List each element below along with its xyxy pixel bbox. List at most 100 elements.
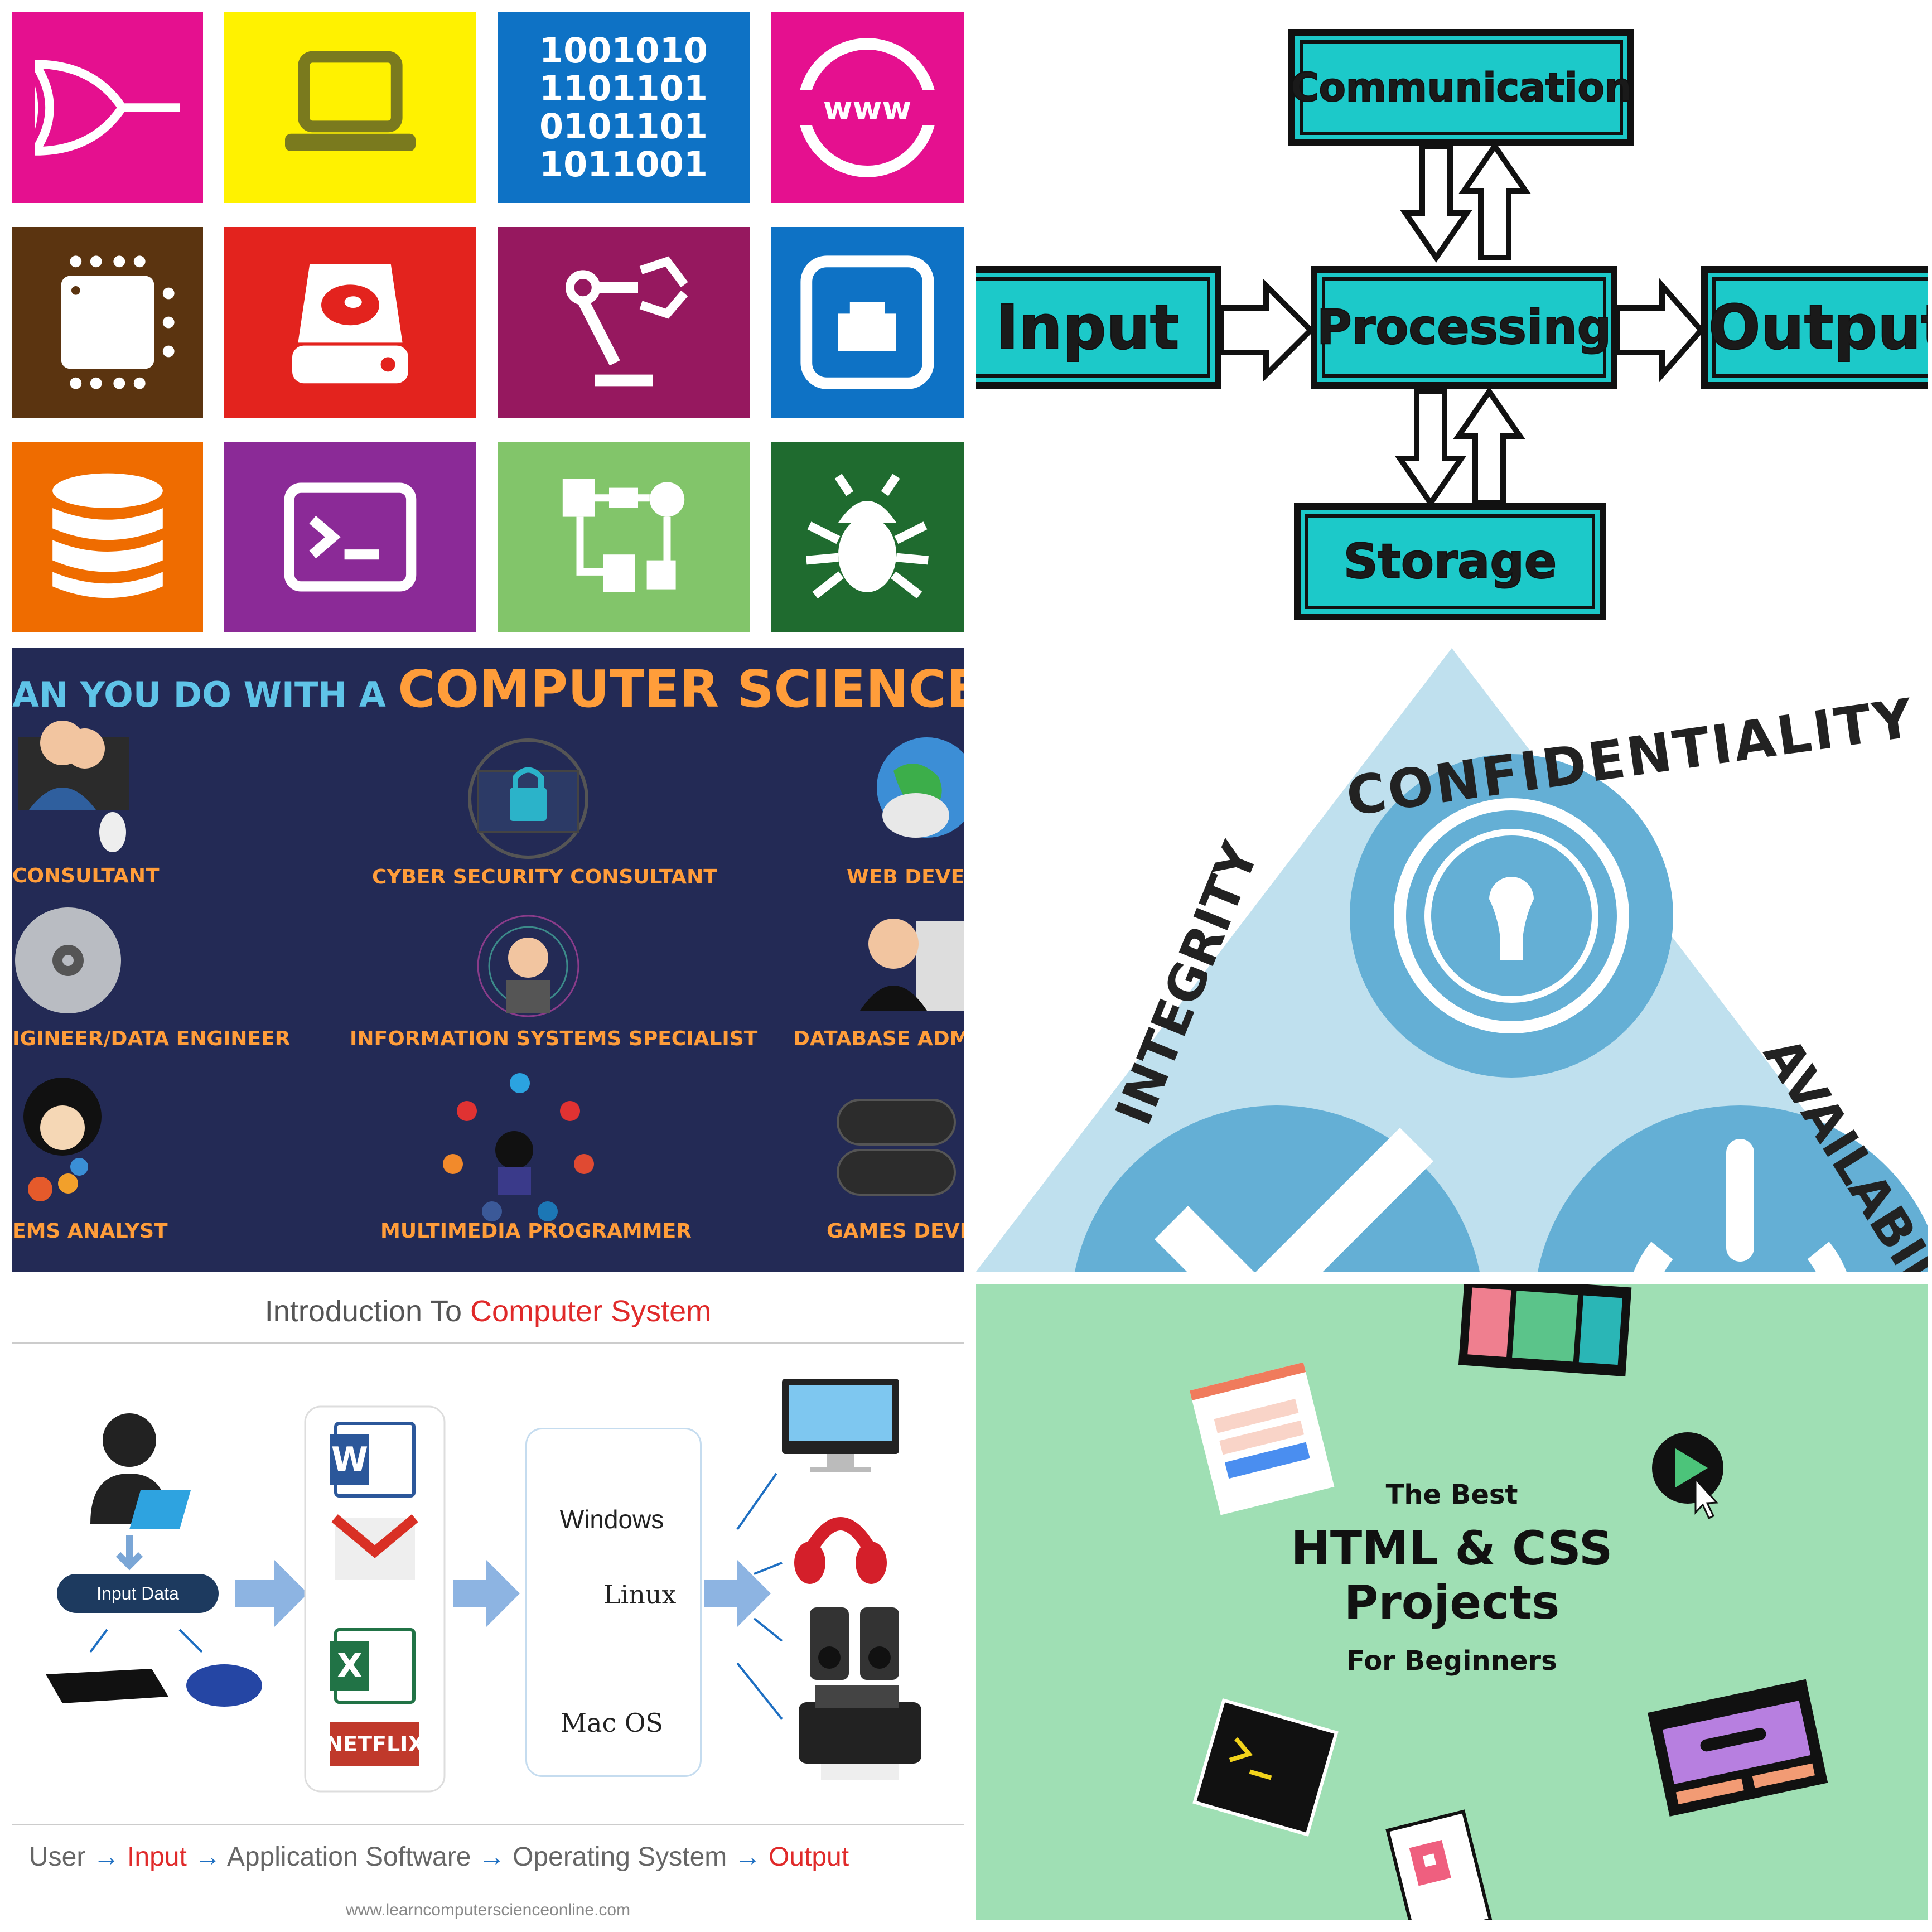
- job-web-developer: WEB DEVEL: [847, 866, 964, 888]
- cs-icon-tiles-panel: 1001010 1101101 0101101 1011001 www: [12, 12, 964, 636]
- cs-degree-title: AN YOU DO WITH A COMPUTER SCIENCE D: [12, 659, 964, 719]
- mouse-icon: [186, 1664, 262, 1707]
- input-label: Input: [996, 291, 1180, 364]
- printer-icon: [799, 1685, 921, 1780]
- input-box: Input: [976, 266, 1221, 389]
- netflix-logo: NETFLIX: [325, 1722, 424, 1766]
- svg-text:www: www: [823, 90, 912, 127]
- job-systems-analyst: EMS ANALYST: [12, 1220, 168, 1243]
- hard-drive-icon: [292, 264, 408, 384]
- os-box: [525, 1428, 702, 1777]
- cs-degree-careers-panel: AN YOU DO WITH A COMPUTER SCIENCE D CONS…: [12, 648, 964, 1272]
- processing-label: Processing: [1316, 299, 1612, 356]
- gmail-icon: [331, 1514, 418, 1580]
- job-games-developer: GAMES DEVEL: [827, 1220, 964, 1243]
- analyst-icon: [23, 1078, 102, 1201]
- excel-icon: X: [330, 1628, 416, 1704]
- job-data-engineer: IGINEER/DATA ENGINEER: [12, 1027, 291, 1050]
- tile-logic-gate: [12, 12, 203, 203]
- flowchart-icon: [562, 479, 685, 592]
- projects-line3: Projects: [1344, 1575, 1560, 1630]
- site-url: www.learncomputerscienceonline.com: [345, 1901, 631, 1919]
- job-database-admin: DATABASE ADMIN: [793, 1027, 964, 1050]
- flow-divider-top: [12, 1824, 964, 1825]
- processing-box: Processing: [1311, 266, 1617, 389]
- cia-triad-panel: CONFIDENTIALITY INTEGRITY AVAILABILITY: [976, 648, 1928, 1272]
- svg-text:X: X: [337, 1646, 363, 1685]
- down-arrow: [115, 1535, 143, 1571]
- macos-label: Mac OS: [560, 1708, 664, 1738]
- globe-mouse-icon: [877, 737, 964, 838]
- output-label: Output: [1708, 291, 1928, 364]
- communication-box: Communication: [1288, 29, 1634, 146]
- laptop-icon: [285, 51, 416, 151]
- tile-laptop: [224, 12, 476, 203]
- play-button-icon: [1652, 1432, 1723, 1520]
- job-consultant: CONSULTANT: [12, 864, 160, 887]
- infosys-icon: [477, 915, 579, 1017]
- linux-label: Linux: [603, 1580, 677, 1610]
- keyboard-icon: [46, 1669, 168, 1703]
- job-multimedia: MULTIMEDIA PROGRAMMER: [380, 1220, 692, 1243]
- arrow-down-storage: [1394, 389, 1467, 508]
- arrow-down-comm: [1400, 143, 1472, 263]
- flow-os: Operating System: [513, 1842, 727, 1872]
- logic-gate-icon: [35, 60, 180, 156]
- tile-binary: 1001010 1101101 0101101 1011001: [498, 12, 750, 203]
- intro-title: Introduction To Computer System: [12, 1294, 964, 1329]
- www-globe-icon: www: [795, 38, 940, 177]
- flow-arrow-2: →: [194, 1842, 221, 1872]
- gamepad-icon: [837, 1099, 956, 1196]
- disc-icon: [15, 907, 121, 1013]
- block-arrow-1: [235, 1560, 308, 1627]
- word-icon: W: [330, 1422, 416, 1498]
- ipo-flow-diagram-panel: Communication Input Processing Output St…: [976, 12, 1928, 636]
- consultant-icon: [18, 721, 129, 852]
- job-cyber-security: CYBER SECURITY CONSULTANT: [372, 866, 717, 888]
- tile-flowchart: [498, 442, 750, 632]
- block-arrow-2: [453, 1560, 520, 1627]
- tile-hard-drive: [224, 227, 476, 418]
- keyhole-icon: [1489, 877, 1534, 960]
- title-lead: AN YOU DO WITH A: [12, 674, 398, 715]
- job-info-systems: INFORMATION SYSTEMS SPECIALIST: [350, 1027, 758, 1050]
- flow-arrow-4: →: [734, 1842, 761, 1872]
- tile-www: www: [771, 12, 964, 203]
- intro-computer-system-panel: Introduction To Computer System W X Inpu…: [12, 1284, 964, 1920]
- windows-label: Windows: [559, 1505, 664, 1534]
- tile-ethernet: [771, 227, 964, 418]
- robot-arm-icon: [566, 256, 688, 387]
- output-box: Output: [1701, 266, 1928, 389]
- flow-arrow-1: →: [93, 1842, 120, 1872]
- html-css-projects-panel: The Best HTML & CSS Projects For Beginne…: [976, 1284, 1928, 1920]
- flow-input: Input: [127, 1842, 187, 1872]
- arrow-up-comm: [1458, 141, 1531, 260]
- intro-title-plain: Introduction To: [264, 1295, 471, 1328]
- svg-text:W: W: [331, 1440, 368, 1479]
- projects-line1: The Best: [1385, 1479, 1518, 1510]
- flow-user: User: [29, 1842, 86, 1872]
- monitor-icon: [782, 1379, 899, 1472]
- career-illustrations: [15, 721, 964, 1221]
- ethernet-port-icon: [800, 255, 934, 389]
- intro-title-red: Computer System: [470, 1295, 712, 1328]
- db-admin-icon: [860, 919, 964, 1011]
- storage-box: Storage: [1294, 503, 1606, 620]
- document-icon: [1189, 1362, 1335, 1515]
- database-icon: [52, 473, 163, 598]
- cpu-chip-icon: [61, 255, 175, 389]
- bug-icon: [806, 474, 929, 599]
- checkmark-icon: [1155, 1128, 1433, 1272]
- terminal-icon: [284, 482, 417, 592]
- arrow-right-output: [1615, 278, 1705, 383]
- arrow-up-storage: [1453, 387, 1525, 506]
- binary-text: 1001010 1101101 0101101 1011001: [539, 30, 708, 185]
- headphones-icon: [794, 1517, 887, 1584]
- input-data-pill: Input Data: [57, 1574, 219, 1613]
- flow-arrows: [1219, 141, 1705, 508]
- block-arrow-3: [704, 1560, 771, 1627]
- title-divider: [12, 1342, 964, 1344]
- storage-label: Storage: [1343, 533, 1557, 590]
- projects-line2: HTML & CSS: [1291, 1521, 1613, 1576]
- tile-cpu: [12, 227, 203, 418]
